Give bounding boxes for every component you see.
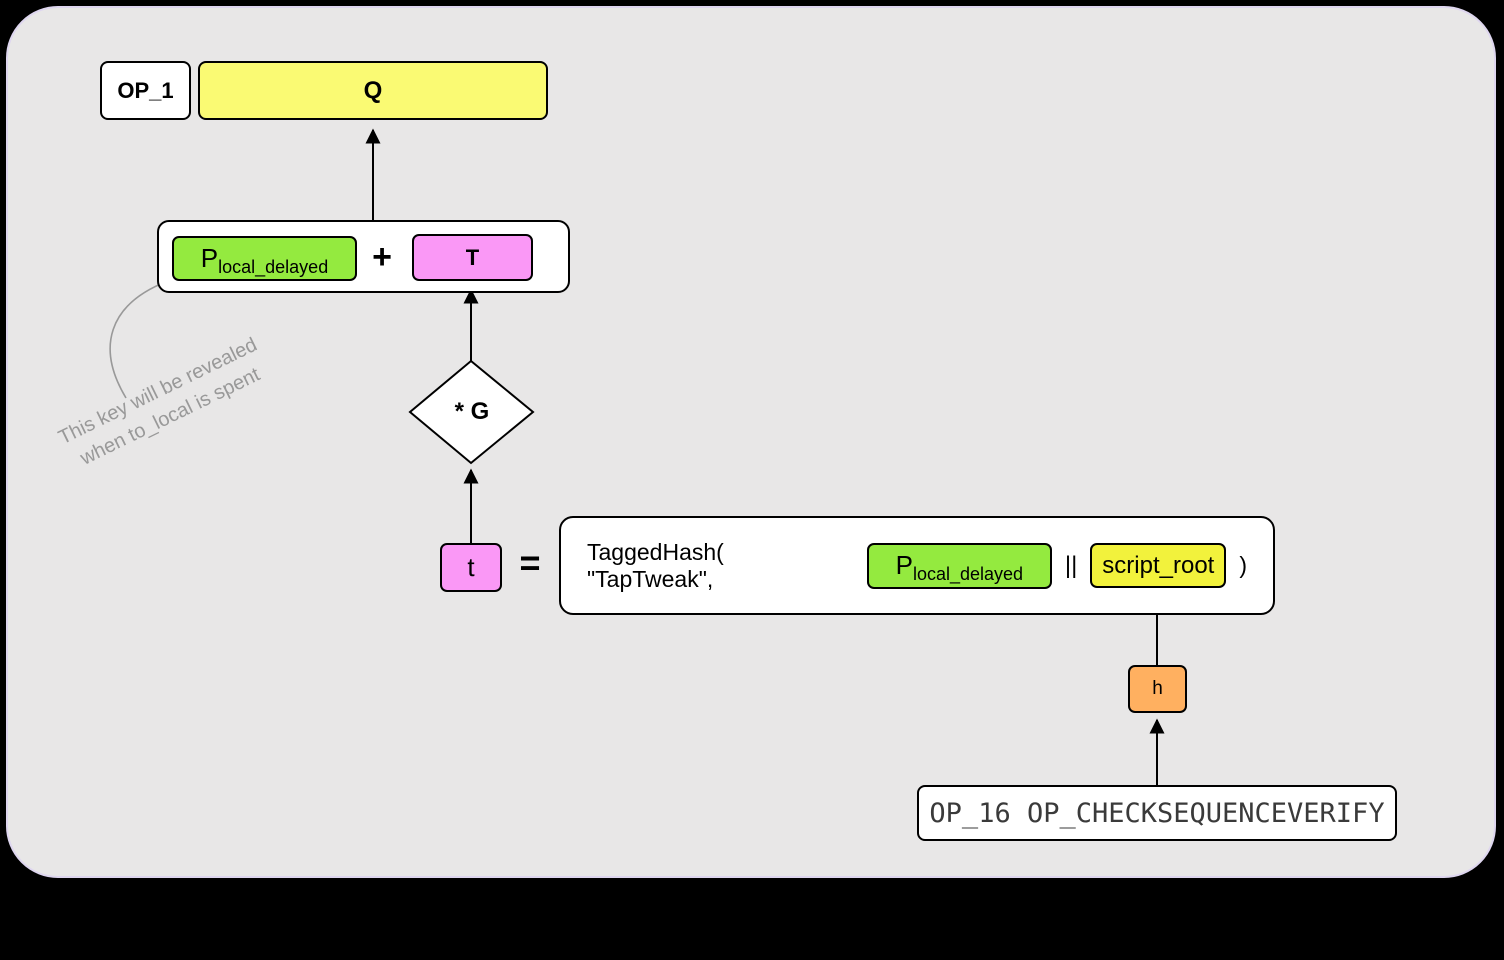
tweak-point-node: T [412, 234, 533, 281]
tweak-point-label: T [465, 244, 480, 270]
op1-node: OP_1 [100, 61, 191, 120]
q-output-key-node: Q [198, 61, 548, 120]
op1-label: OP_1 [117, 77, 174, 103]
equals-operator: = [519, 542, 541, 583]
plus-operator: + [372, 237, 392, 276]
hash-h-label: h [1152, 678, 1163, 699]
script-opcode-label: OP_16 OP_CHECKSEQUENCEVERIFY [929, 797, 1385, 829]
tweak-scalar-label: t [467, 552, 475, 582]
script-root-label: script_root [1102, 551, 1215, 579]
diagram-panel [6, 6, 1496, 878]
taggedhash-prefix: TaggedHash( "TapTweak", [587, 538, 724, 592]
taggedhash-suffix: ) [1239, 552, 1247, 578]
script-opcode-node: OP_16 OP_CHECKSEQUENCEVERIFY [917, 785, 1397, 841]
q-label: Q [363, 76, 383, 104]
concat-operator: || [1064, 551, 1078, 579]
script-root-node: script_root [1090, 543, 1227, 588]
hash-h-node: h [1128, 665, 1187, 713]
multiply-g-label: * G [454, 398, 490, 425]
tweak-scalar-node: t [440, 543, 502, 592]
